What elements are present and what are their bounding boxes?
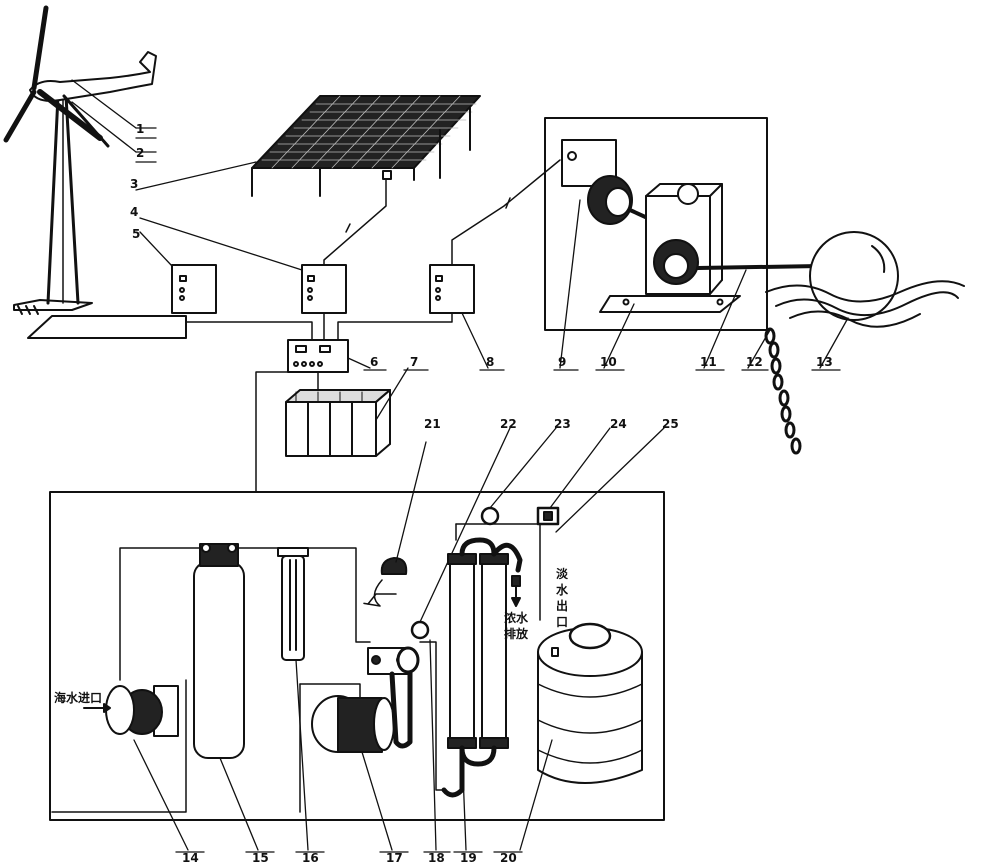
brine-discharge-label-1: 浓水 (504, 610, 529, 625)
label-21: 21 (424, 417, 441, 431)
desalination-unit (49, 371, 665, 851)
controller-4 (139, 217, 347, 314)
label-3: 3 (130, 177, 138, 191)
label-18: 18 (428, 851, 445, 865)
battery-7 (285, 367, 409, 457)
label-25: 25 (662, 417, 679, 431)
label-4: 4 (130, 205, 138, 219)
seawater-inlet-label: 海水进口 (54, 690, 102, 705)
fresh-water-outlet-label-1: 淡 (556, 567, 569, 581)
label-20: 20 (500, 851, 517, 865)
controller-8 (429, 264, 489, 369)
label-12: 12 (746, 355, 763, 369)
label-8: 8 (486, 355, 494, 369)
fresh-water-outlet-label-2: 水 (556, 582, 569, 597)
wave-energy-unit (544, 117, 965, 455)
label-10: 10 (600, 355, 617, 369)
controller-5 (139, 231, 217, 314)
label-24: 24 (610, 417, 627, 431)
label-22: 22 (500, 417, 517, 431)
label-15: 15 (252, 851, 269, 865)
label-underlines (135, 137, 841, 853)
label-5: 5 (132, 227, 140, 241)
label-16: 16 (302, 851, 319, 865)
brine-discharge-label-2: 排放 (504, 626, 529, 641)
label-17: 17 (386, 851, 403, 865)
fresh-water-outlet-label-4: 口 (556, 615, 568, 629)
label-11: 11 (700, 355, 717, 369)
label-1: 1 (136, 122, 144, 136)
wind-turbine (3, 5, 187, 339)
fresh-water-outlet-label-3: 出 (556, 598, 568, 613)
label-7: 7 (410, 355, 418, 369)
label-2: 2 (136, 146, 144, 160)
wiring-upper (27, 159, 561, 341)
label-6: 6 (370, 355, 378, 369)
leaders-top (71, 79, 257, 191)
label-23: 23 (554, 417, 571, 431)
label-9: 9 (558, 355, 566, 369)
inverter-6 (287, 339, 371, 373)
label-13: 13 (816, 355, 833, 369)
label-14: 14 (182, 851, 199, 865)
label-19: 19 (460, 851, 477, 865)
solar-panel (251, 95, 481, 197)
